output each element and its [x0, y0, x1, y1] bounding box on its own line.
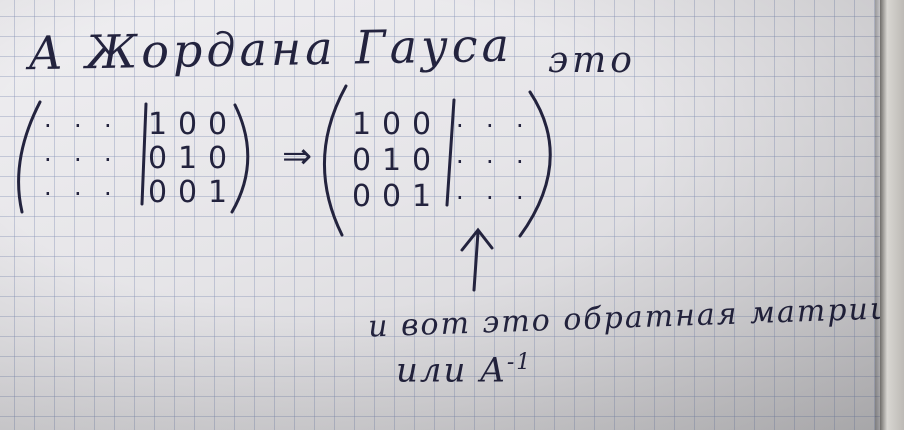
note-line-2-text: или A	[396, 350, 507, 391]
right-matrix-cell: ·	[516, 148, 524, 176]
left-matrix-cell: 0	[148, 141, 167, 176]
left-matrix-cell: 1	[148, 107, 167, 142]
implies-arrow: ⇒	[282, 136, 312, 177]
next-page-edge	[880, 0, 904, 430]
left-matrix-cell: ·	[104, 180, 112, 208]
left-matrix-cell: ·	[104, 112, 112, 140]
left-matrix-close-paren	[230, 103, 250, 214]
left-matrix-cell: 0	[178, 175, 197, 210]
right-matrix-close-paren	[518, 90, 552, 238]
right-matrix-open-paren	[322, 84, 348, 237]
left-matrix-cell: ·	[74, 180, 82, 208]
left-matrix-cell: ·	[44, 146, 52, 174]
left-matrix-cell: ·	[74, 146, 82, 174]
left-matrix-cell: 0	[148, 175, 167, 210]
left-matrix-cell: 0	[208, 141, 227, 176]
left-matrix-cell: 0	[208, 107, 227, 142]
right-matrix-cell: ·	[456, 148, 464, 176]
right-matrix-divider	[445, 98, 456, 207]
right-matrix-cell: 0	[382, 107, 401, 142]
right-matrix-cell: 1	[382, 143, 401, 178]
left-matrix-open-paren	[17, 100, 42, 214]
right-matrix-cell: 1	[352, 107, 371, 142]
right-matrix-cell: ·	[516, 184, 524, 212]
note-line-2: или A-1	[396, 350, 532, 390]
right-matrix-cell: ·	[486, 112, 494, 140]
inverse-superscript: -1	[506, 350, 533, 375]
right-matrix-cell: ·	[456, 112, 464, 140]
left-matrix-divider	[140, 102, 148, 206]
heading-suffix: это	[548, 40, 636, 81]
left-matrix-cell: 0	[178, 107, 197, 142]
left-matrix-cell: ·	[44, 180, 52, 208]
page-edge-shadow	[875, 0, 881, 430]
right-matrix-cell: 0	[412, 143, 431, 178]
left-matrix-cell: 1	[178, 141, 197, 176]
right-matrix-cell: ·	[486, 148, 494, 176]
left-matrix-cell: 1	[208, 175, 227, 210]
right-matrix-cell: ·	[456, 184, 464, 212]
right-matrix-cell: ·	[486, 184, 494, 212]
left-matrix-cell: ·	[104, 146, 112, 174]
right-matrix-cell: 0	[382, 179, 401, 214]
left-matrix-cell: ·	[44, 112, 52, 140]
right-matrix-cell: ·	[516, 112, 524, 140]
right-matrix-cell: 0	[412, 107, 431, 142]
right-matrix-cell: 0	[352, 179, 371, 214]
left-matrix-cell: ·	[74, 112, 82, 140]
pointer-arrow	[460, 227, 494, 292]
right-matrix-cell: 1	[412, 179, 431, 214]
right-matrix-cell: 0	[352, 143, 371, 178]
